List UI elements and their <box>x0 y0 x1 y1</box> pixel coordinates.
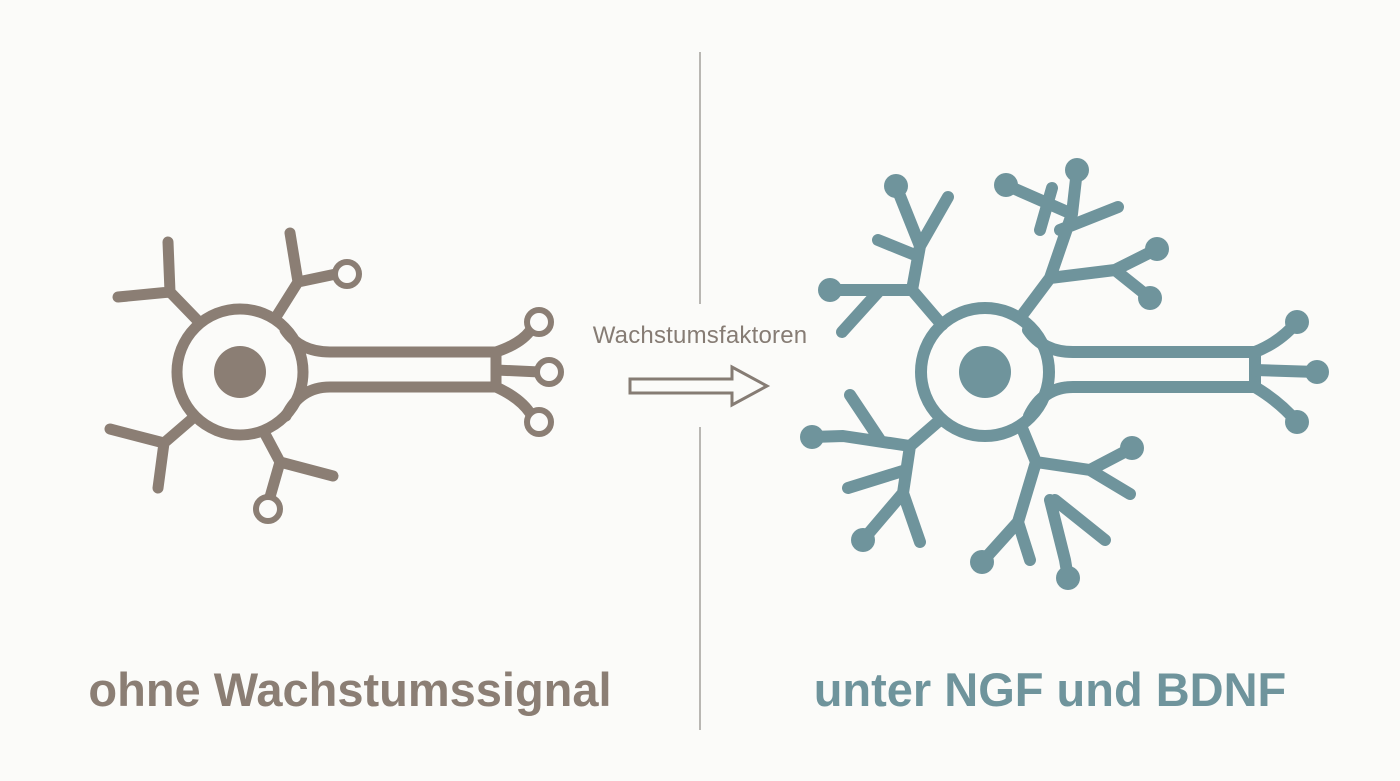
dendrite-upper-left <box>112 236 206 329</box>
soma <box>915 302 1055 442</box>
dendrite-tree-upper-right <box>1000 164 1163 324</box>
divider-top <box>699 52 701 304</box>
dendrite-lower-right <box>258 426 339 503</box>
transition-arrow <box>628 364 771 408</box>
dendrite-tree-upper-left <box>824 180 954 338</box>
axon-bouton-top <box>524 307 554 337</box>
dendrite-bouton-upper-right <box>332 259 362 289</box>
dendrite-upper-right <box>270 227 342 323</box>
axon-lower <box>280 381 502 422</box>
arrow-label: Wachstumsfaktoren <box>592 322 808 349</box>
nucleus <box>214 346 266 398</box>
divider-bottom <box>699 427 701 730</box>
axon-upper <box>1022 324 1261 358</box>
caption-with-signal: unter NGF und BDNF <box>813 663 1287 716</box>
dendrite-tree-lower-left <box>806 389 946 548</box>
nucleus <box>959 346 1011 398</box>
axon-terminal-top <box>490 325 536 358</box>
axon-bouton-mid <box>534 357 564 387</box>
caption-without-signal: ohne Wachstumssignal <box>88 663 612 716</box>
dendrite-tree-lower-right <box>976 422 1138 584</box>
dendrite-lower-left <box>104 412 199 494</box>
axon-terminal-bottom <box>490 381 536 419</box>
dendrite-bouton-lower-right <box>253 494 283 524</box>
neuron-without-signal <box>104 227 564 524</box>
axon-lower <box>1023 381 1261 422</box>
axon-bouton-bottom <box>524 407 554 437</box>
neuron-with-signal <box>800 158 1329 590</box>
soma <box>171 303 309 441</box>
axon-upper <box>279 324 502 358</box>
axon-terminal-mid <box>490 364 546 378</box>
